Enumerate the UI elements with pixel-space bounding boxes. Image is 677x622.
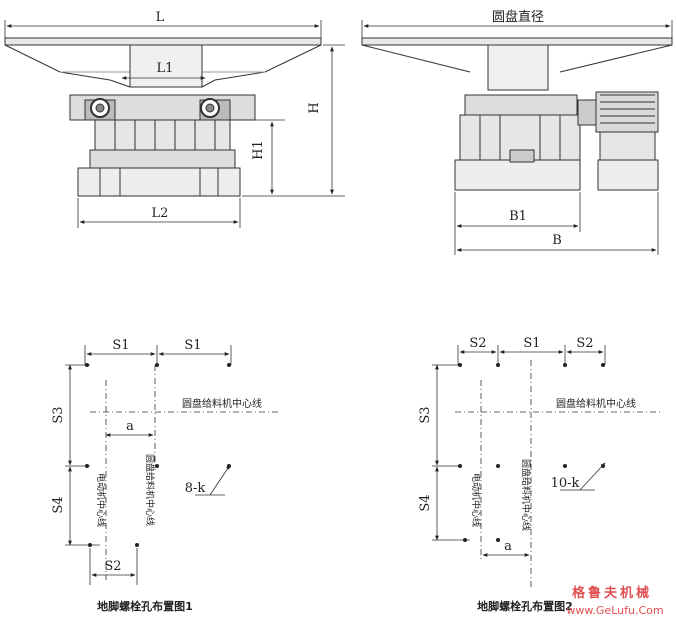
- side-view-dimensions: [361, 20, 673, 255]
- bolt-holes-2: [458, 363, 605, 542]
- dim-L-label: L: [156, 10, 165, 25]
- dim-L1-label: L1: [157, 61, 174, 76]
- layout2-holes: 10-k: [551, 476, 580, 491]
- layout1-S2: S2: [104, 559, 121, 574]
- layout1-S3: S3: [51, 406, 66, 423]
- dim-H-label: H: [307, 102, 322, 113]
- dim-B1-label: B1: [509, 209, 527, 224]
- bolt-layout-2-lines: [432, 345, 660, 590]
- layout1-caption: 地脚螺栓孔布置图1: [97, 599, 193, 613]
- layout1-S4: S4: [51, 496, 66, 513]
- layout1-centerline-v: 圆盘给料机中心线: [144, 454, 156, 526]
- bolt-holes-1: [85, 363, 231, 547]
- dim-diameter-label: 圆盘直径: [492, 9, 544, 25]
- layout2-caption: 地脚螺栓孔布置图2: [477, 599, 573, 613]
- layout2-S2-left: S2: [469, 336, 486, 351]
- layout1-S1-right: S1: [184, 338, 201, 353]
- layout2-S1: S1: [523, 336, 540, 351]
- layout2-S3: S3: [418, 406, 433, 423]
- dim-H1-label: H1: [251, 140, 266, 160]
- front-view-drawing: [4, 37, 322, 197]
- layout1-holes: 8-k: [185, 481, 206, 496]
- layout1-centerline-h: 圆盘给料机中心线: [182, 397, 262, 410]
- side-view-drawing: [361, 37, 673, 191]
- watermark-url: www.GeLufu.Com: [566, 604, 663, 617]
- watermark-brand: 格鲁夫机械: [572, 585, 652, 601]
- dim-L2-label: L2: [152, 206, 169, 221]
- layout2-centerline-motor: 电动机中心线: [470, 473, 482, 527]
- dim-B-label: B: [552, 233, 562, 248]
- layout1-centerline-motor: 电动机中心线: [95, 473, 107, 527]
- layout2-centerline-v: 圆盘给料机中心线: [520, 459, 532, 531]
- bolt-layout-1-lines: [65, 345, 280, 585]
- layout2-centerline-h: 圆盘给料机中心线: [556, 397, 636, 410]
- layout2-S2-right: S2: [576, 336, 593, 351]
- layout2-S4: S4: [418, 494, 433, 511]
- front-view-dimensions: [4, 20, 345, 228]
- layout1-S1-left: S1: [112, 338, 129, 353]
- layout2-a: a: [504, 539, 512, 554]
- layout1-a: a: [126, 419, 134, 434]
